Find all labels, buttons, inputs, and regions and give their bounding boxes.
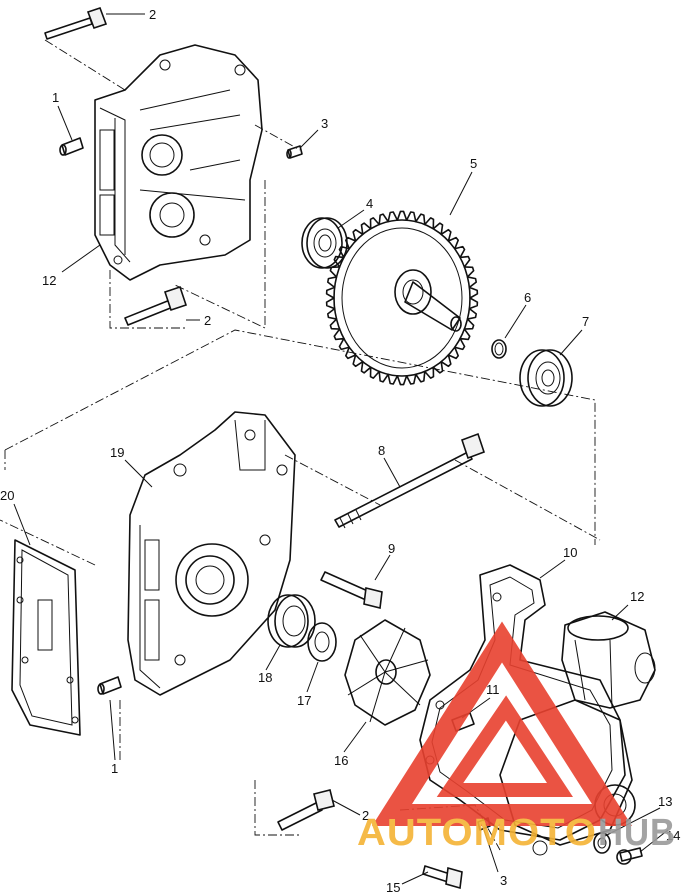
watermark-triangle-icon — [371, 621, 633, 826]
callout-19: 19 — [110, 445, 124, 460]
callout-2: 2 — [149, 7, 156, 22]
callout-12: 12 — [630, 589, 644, 604]
callout-13: 13 — [658, 794, 672, 809]
dowel-pin-right-upper — [286, 145, 303, 159]
dowel-pin-upper — [59, 137, 84, 156]
callout-5: 5 — [470, 156, 477, 171]
thermostat-housing-12 — [561, 611, 656, 709]
callout-8: 8 — [378, 443, 385, 458]
callout-12: 12 — [42, 273, 56, 288]
snap-ring-6 — [491, 339, 507, 359]
bearing-7 — [519, 349, 573, 407]
bolt-15 — [422, 865, 463, 890]
watermark-text-automoto: AUTOMOTO — [357, 812, 597, 854]
callout-7: 7 — [582, 314, 589, 329]
callout-18: 18 — [258, 670, 272, 685]
gear-teeth — [325, 210, 479, 386]
bolt-top — [44, 6, 108, 40]
gasket-20 — [11, 539, 81, 736]
watermark-logo: AUTOMOTO HUB — [357, 621, 676, 854]
callout-17: 17 — [297, 693, 311, 708]
callout-2: 2 — [204, 313, 211, 328]
seal-18 — [267, 594, 316, 648]
callout-9: 9 — [388, 541, 395, 556]
bolt-middle — [124, 285, 188, 326]
bolt-9 — [320, 571, 383, 609]
gear-5 — [325, 210, 479, 386]
callout-2: 2 — [362, 808, 369, 823]
bearing-4 — [301, 217, 348, 269]
callout-11: 11 — [486, 682, 500, 697]
callout-1: 1 — [111, 761, 118, 776]
upper-cover-housing — [94, 44, 263, 281]
callout-3: 3 — [321, 116, 328, 131]
callout-16: 16 — [334, 753, 348, 768]
watermark-inner-triangle-icon — [436, 695, 573, 797]
lower-housing-19 — [127, 411, 296, 696]
callout-20: 20 — [0, 488, 14, 503]
long-bolt-8 — [334, 432, 486, 529]
callout-labels: 2 1 3 12 2 4 5 6 7 19 8 20 9 10 12 18 17… — [0, 7, 680, 895]
callout-6: 6 — [524, 290, 531, 305]
assembly-lines — [0, 39, 601, 851]
leader-lines — [13, 13, 669, 885]
screw-14 — [616, 847, 643, 865]
bolt-bottom — [277, 789, 335, 831]
callout-3: 3 — [500, 873, 507, 888]
impeller-16 — [344, 619, 431, 726]
callout-10: 10 — [563, 545, 577, 560]
callout-15: 15 — [386, 880, 400, 895]
dowel-pin-lower — [97, 676, 122, 695]
washer-13 — [593, 832, 611, 854]
watermark-text-hub: HUB — [598, 812, 676, 854]
callout-1: 1 — [52, 90, 59, 105]
callout-14: 14 — [666, 828, 680, 843]
callout-4: 4 — [366, 196, 373, 211]
washer-17 — [307, 622, 337, 662]
